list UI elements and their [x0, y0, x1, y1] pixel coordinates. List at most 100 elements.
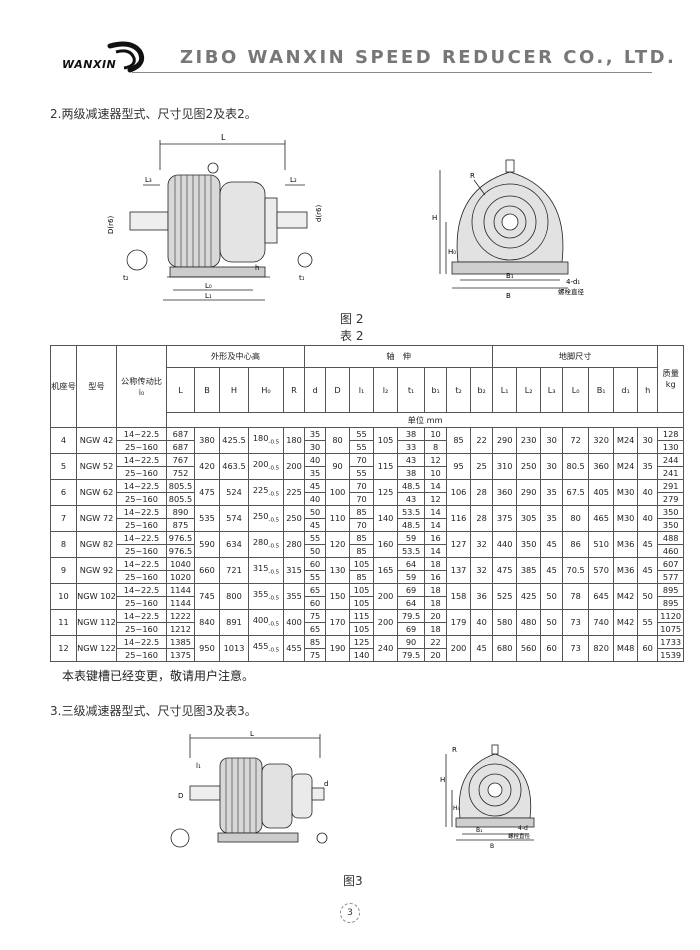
d1-cell-value: M36 [616, 539, 635, 549]
t1-cell-value: 59 [405, 532, 417, 543]
L1-cell: 475 [492, 557, 518, 584]
L0-cell-value: 78 [570, 591, 581, 601]
H-cell: 524 [219, 479, 249, 506]
D-cell-value: 130 [329, 565, 346, 575]
header-mass-text: 质量 [662, 368, 679, 378]
L-cell: 805.5 [166, 492, 195, 506]
l2-cell-value: 115 [377, 461, 394, 471]
subheader-cell: t₁ [397, 367, 426, 413]
subheader-cell: B₁ [588, 367, 615, 413]
l1-cell: 55 [349, 466, 375, 480]
mass-cell-value: 1120 [660, 610, 682, 621]
h-cell-value: 50 [642, 591, 653, 601]
B1-cell-value: 820 [593, 643, 609, 653]
t2-cell-value: 116 [450, 513, 467, 523]
L1-cell: 440 [492, 531, 518, 558]
d-cell: 45 [304, 518, 327, 532]
mass-cell-value: 607 [662, 558, 679, 569]
t1-cell: 79.5 [397, 648, 426, 662]
frame-no-cell: 9 [50, 557, 77, 584]
H-cell-value: 634 [226, 539, 242, 549]
tolerance: -0.5 [268, 517, 280, 524]
fig3-label-l1: l₁ [196, 762, 201, 770]
D-cell: 80 [325, 427, 351, 454]
header-ratio: 公称传动比 i₀ [116, 345, 167, 428]
mass-cell: 895 [657, 583, 685, 597]
subheader-cell: L₁ [492, 367, 518, 413]
L1-cell-value: 375 [496, 513, 513, 523]
L3-cell: 35 [540, 479, 564, 506]
d1-cell-value: M36 [616, 565, 635, 575]
h-cell-value: 45 [642, 539, 653, 549]
l1-cell: 85 [349, 531, 375, 545]
D-cell-value: 120 [329, 539, 346, 549]
h-cell: 55 [637, 609, 659, 636]
H-cell: 425.5 [219, 427, 249, 454]
H0-cell: 400-0.5 [248, 609, 284, 636]
L1-cell: 580 [492, 609, 518, 636]
L2-cell: 230 [516, 427, 542, 454]
d-cell-value: 75 [309, 649, 321, 660]
t1-cell-value: 38 [405, 467, 417, 478]
H-cell: 463.5 [219, 453, 249, 480]
tolerance: -0.5 [268, 439, 280, 446]
l1-cell: 140 [349, 648, 375, 662]
d-cell: 50 [304, 544, 327, 558]
l2-cell: 115 [373, 453, 399, 480]
B1-cell: 740 [588, 609, 615, 636]
B1-cell: 570 [588, 557, 615, 584]
b2-cell: 40 [470, 609, 494, 636]
L2-cell-value: 350 [520, 539, 537, 549]
L-cell-value: 1040 [170, 558, 191, 569]
B1-cell-value: 465 [593, 513, 609, 523]
fig3-side-label-R: R [452, 746, 457, 754]
L-cell-value: 687 [172, 441, 189, 452]
t1-cell-value: 69 [405, 584, 417, 595]
l1-cell: 55 [349, 427, 375, 441]
mass-cell-value: 1733 [660, 636, 682, 647]
L0-cell: 80 [562, 505, 590, 532]
B-cell: 590 [194, 531, 220, 558]
R-cell: 455 [282, 635, 306, 662]
d-cell: 65 [304, 583, 327, 597]
B1-cell-value: 360 [593, 461, 609, 471]
d1-cell-value: M30 [616, 487, 635, 497]
l1-cell-value: 85 [356, 506, 367, 517]
t2-cell-value: 200 [450, 643, 467, 653]
H-cell: 574 [219, 505, 249, 532]
mass-cell-value: 241 [662, 467, 679, 478]
L-cell-value: 805.5 [168, 480, 193, 491]
mass-cell-value: 1539 [660, 649, 682, 660]
h-cell: 40 [637, 505, 659, 532]
ratio-cell-value: 14~22.5 [123, 480, 160, 491]
ratio-cell-value: 25~160 [125, 597, 158, 608]
section2-title: 2.两级减速器型式、尺寸见图2及表2。 [50, 107, 257, 121]
L1-cell-value: 440 [496, 539, 513, 549]
L-cell: 1144 [166, 583, 195, 597]
b1-cell: 20 [424, 609, 448, 623]
R-cell: 225 [282, 479, 306, 506]
figure2-front-view: L L₃ L₂ L₀ L₁ D(r6) d(r6) t₂ t₁ h [105, 130, 335, 305]
figure2-side-view: R H H₀ B₁ B 4-d₁ 螺栓直径 [430, 150, 610, 305]
B1-cell: 645 [588, 583, 615, 610]
t2-cell: 95 [446, 453, 472, 480]
L3-cell-value: 30 [546, 461, 557, 471]
L3-cell: 30 [540, 453, 564, 480]
L2-cell: 290 [516, 479, 542, 506]
H0-cell: 280-0.5 [248, 531, 284, 558]
H-cell-value: 721 [226, 565, 242, 575]
t1-cell-value: 48.5 [401, 519, 421, 530]
L-cell-value: 1144 [170, 584, 191, 595]
t1-cell-value: 64 [405, 597, 417, 608]
header-shaft: 轴 伸 [304, 345, 494, 368]
t1-cell-value: 79.5 [401, 649, 421, 660]
L-cell: 875 [166, 518, 195, 532]
d-cell-value: 40 [309, 454, 321, 465]
B-cell-value: 590 [199, 539, 215, 549]
header-mass: 质量 kg [657, 345, 685, 413]
d1-cell: M42 [613, 583, 639, 610]
L1-cell: 525 [492, 583, 518, 610]
